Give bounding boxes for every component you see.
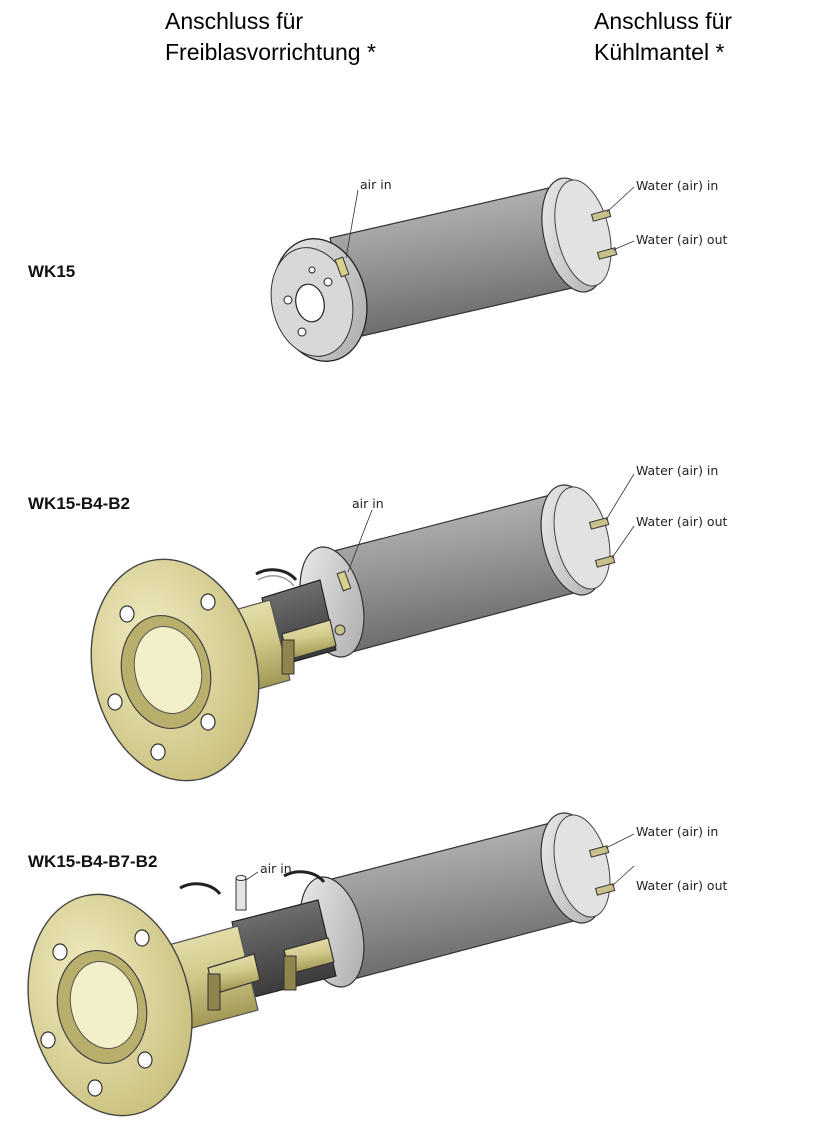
callout-water-out-wk15-b4-b2: Water (air) out — [636, 514, 727, 529]
header-cooling-jacket-connection: Anschluss für Kühlmantel * — [594, 6, 732, 68]
drawing-wk15-b4-b7-b2: air in Water (air) in Water (air) out — [27, 812, 727, 1117]
callout-water-in-wk15: Water (air) in — [636, 178, 718, 193]
drawing-wk15: air in Water (air) in Water (air) out — [270, 177, 727, 362]
header-cooling-line2: Kühlmantel * — [594, 39, 725, 65]
callout-air-in-wk15-b4-b2: air in — [352, 496, 384, 511]
callout-water-in-wk15-b4-b2: Water (air) in — [636, 463, 718, 478]
model-label-wk15: WK15 — [28, 262, 76, 281]
callout-air-in-wk15: air in — [360, 177, 392, 192]
model-label-wk15-b4-b7-b2: WK15-B4-B7-B2 — [28, 852, 158, 871]
drawing-wk15-b4-b2: air in Water (air) in Water (air) out — [90, 463, 727, 782]
header-blowoff-line2: Freiblasvorrichtung * — [165, 39, 376, 65]
callout-air-in-wk15-b4-b7-b2: air in — [260, 861, 292, 876]
model-label-wk15-b4-b2: WK15-B4-B2 — [28, 494, 131, 513]
header-blowoff-connection: Anschluss für Freiblasvorrichtung * — [165, 6, 376, 68]
header-blowoff-line1: Anschluss für — [165, 8, 304, 34]
header-cooling-line1: Anschluss für — [594, 8, 733, 34]
callout-water-out-wk15-b4-b7-b2: Water (air) out — [636, 878, 727, 893]
callout-water-in-wk15-b4-b7-b2: Water (air) in — [636, 824, 718, 839]
callout-water-out-wk15: Water (air) out — [636, 232, 727, 247]
